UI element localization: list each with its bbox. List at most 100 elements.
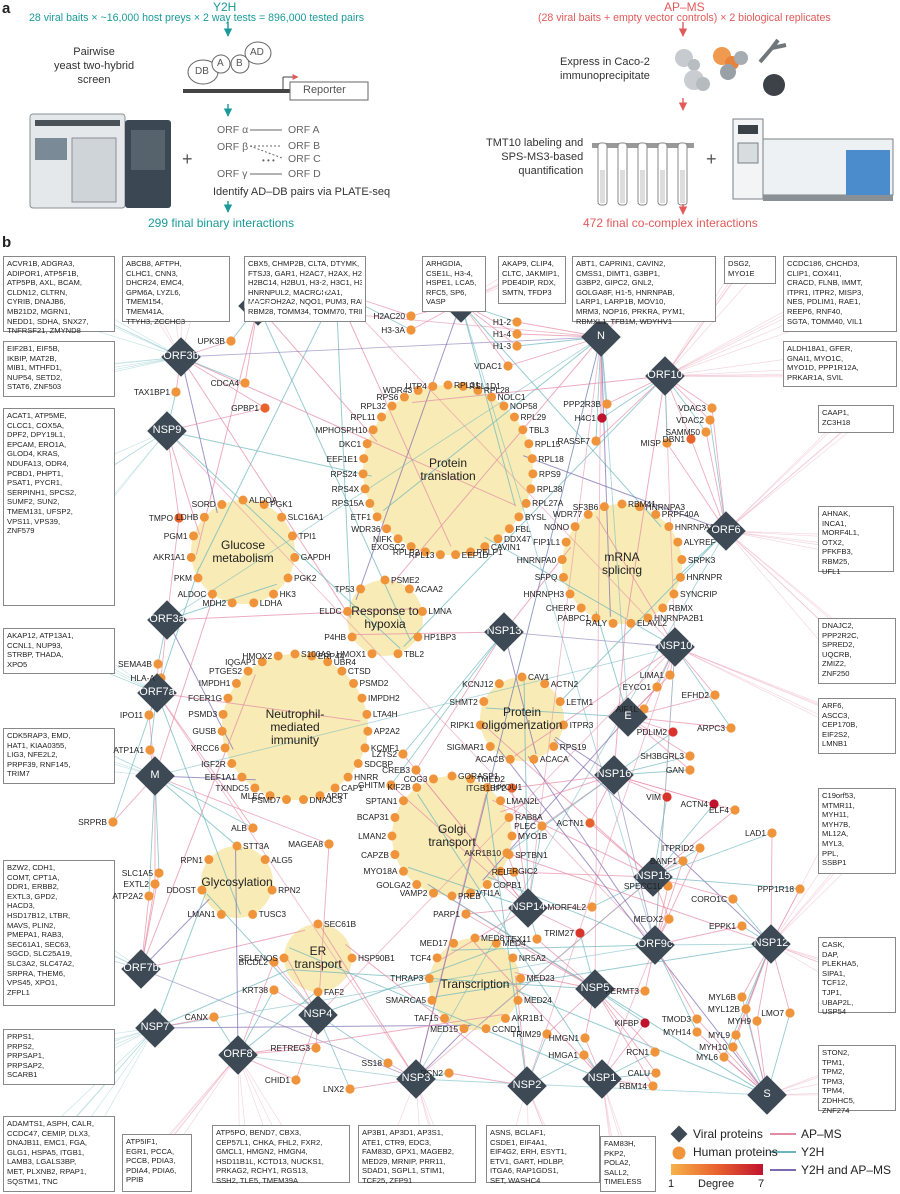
edge [522, 455, 727, 532]
human-node-vdac2 [705, 415, 715, 425]
node-label-hyou1: HYOU1 [493, 782, 523, 793]
node-label-elavl2: ELAVL2 [636, 618, 668, 629]
node-label-exosc2: EXOSC2 [371, 541, 406, 552]
human-node-smarca5 [427, 995, 437, 1005]
edge [154, 646, 676, 777]
human-node-wdr77 [583, 509, 593, 519]
node-label-actn2: ACTN2 [550, 678, 579, 689]
node-label-rps24: RPS24 [330, 468, 358, 479]
human-node-actn4 [709, 799, 719, 809]
human-node-plec [537, 821, 547, 831]
human-node-lmo7 [785, 1008, 795, 1018]
viral-node-orf9c[interactable] [635, 925, 675, 965]
viral-node-orf3b[interactable] [161, 337, 201, 377]
viral-node-orf3a[interactable] [147, 600, 187, 640]
node-label-pdlim2: PDLIM2 [636, 727, 667, 737]
edge [166, 407, 266, 432]
interactor-list-line: MYH11, [822, 810, 849, 820]
node-label-preb: PREB [458, 891, 481, 901]
interactor-list-line: TPM4, [822, 1086, 845, 1096]
node-label-rpl13: RPL13 [408, 549, 435, 560]
edge [156, 692, 254, 829]
viral-label-n: N [597, 330, 605, 342]
viral-label-orf7b: ORF7b [123, 962, 159, 974]
viral-node-s[interactable] [747, 1075, 787, 1115]
edge [666, 442, 727, 532]
human-node-fip1l1 [561, 537, 571, 547]
viral-node-nsp13[interactable] [484, 612, 524, 652]
node-label-rpl11: RPL11 [350, 412, 376, 422]
viral-node-e[interactable] [608, 697, 648, 737]
interactor-list-line: HSPE1, LCA5, [426, 278, 477, 288]
domain-db: DB [195, 66, 209, 77]
edge [523, 681, 529, 909]
edge [154, 944, 656, 1029]
interactor-list-line: TMEM154, [126, 297, 164, 307]
interactor-list-line: EXTL3, GPD2, [7, 891, 58, 901]
node-label-atp1a1: ATP1A1 [113, 745, 144, 755]
interactor-list-line: ZC3H18 [822, 417, 851, 427]
apms-subtitle: (28 viral baits + empty vector controls)… [538, 12, 831, 24]
node-label-nop58: NOP58 [509, 400, 538, 411]
node-label-psmd2: PSMD2 [359, 678, 389, 689]
node-label-kifbp: KIFBP [614, 1018, 639, 1028]
interactor-list-line: AP3B1, AP3D1, AP3S1, [362, 1128, 444, 1137]
edge [355, 631, 505, 636]
node-label-eppk1: EPPK1 [708, 921, 736, 931]
interactor-box: EIF2B1, EIF5B,IKBIP, MAT2B,MIB1, MTHFD1,… [3, 341, 115, 397]
human-node-coro1c [728, 894, 738, 904]
node-label-med15: MED15 [430, 1023, 458, 1034]
human-node-upk3b [226, 336, 236, 346]
human-node-trim29 [542, 1029, 552, 1039]
node-label-ghitm: GHITM [358, 780, 385, 790]
edge [390, 631, 505, 786]
node-label-ipo11: IPO11 [119, 710, 143, 720]
interactor-list-line: ZNF274 [822, 1105, 850, 1115]
interactor-list-line: USP54 [822, 1007, 847, 1017]
node-label-hnrr: HNRR [354, 772, 379, 783]
interactor-box: ATP5PO, BEND7, CBX3,CEP57L1, CHKA, FHL2,… [212, 1125, 350, 1185]
viral-node-n[interactable] [581, 317, 621, 357]
node-label-ubr4: UBR4 [333, 656, 357, 667]
viral-node-nsp16[interactable] [594, 755, 634, 795]
human-node-creb3 [411, 765, 421, 775]
node-label-bcap31: BCAP31 [356, 812, 389, 823]
viral-node-nsp2[interactable] [507, 1066, 547, 1106]
interactor-list-line: SSH2, TLE5, TMEM39A [216, 1175, 299, 1185]
viral-label-m: M [150, 769, 160, 781]
viral-node-m[interactable] [135, 756, 175, 796]
human-node-mlec [265, 791, 275, 801]
human-node-preb [447, 891, 457, 901]
viral-node-nsp9[interactable] [147, 411, 187, 451]
tmt-label: TMT10 labeling and SPS-MS3-based quantif… [486, 137, 584, 177]
viral-node-orf7a[interactable] [137, 673, 177, 713]
viral-node-nsp5[interactable] [575, 969, 615, 1009]
human-node-h2ac20 [406, 311, 416, 321]
edge [154, 589, 216, 777]
viral-node-orf7b[interactable] [121, 949, 161, 989]
human-node-eef1e1 [359, 454, 369, 464]
human-node-slc16a1 [277, 512, 287, 522]
viral-node-nsp10[interactable] [655, 627, 695, 667]
interactor-list-line: PPL, [822, 848, 839, 858]
human-node-rbm41 [617, 499, 627, 509]
edge [166, 430, 401, 649]
legend-degree-label: Degree [698, 1178, 735, 1190]
viral-node-nsp1[interactable] [582, 1059, 622, 1099]
human-node-alyref [673, 537, 683, 547]
viral-node-nsp14[interactable] [508, 888, 548, 928]
edge [156, 692, 242, 915]
node-label-myo1b: MYO1B [518, 831, 548, 841]
viral-node-orf10[interactable] [645, 356, 685, 396]
viral-node-nsp12[interactable] [751, 924, 791, 964]
human-node-prpf40a [651, 509, 661, 519]
edge [511, 787, 529, 909]
viral-node-orf6[interactable] [706, 511, 746, 551]
human-node-rpl15 [524, 439, 534, 449]
node-label-xrcc6: XRCC6 [190, 742, 220, 753]
node-label-rpl28: RPL28 [483, 385, 510, 396]
node-label-sptbn1: SPTBN1 [515, 849, 548, 860]
viral-node-nsp15[interactable] [633, 857, 673, 897]
panel-a-apms: + [592, 22, 894, 215]
node-label-rps19: RPS19 [559, 741, 587, 752]
